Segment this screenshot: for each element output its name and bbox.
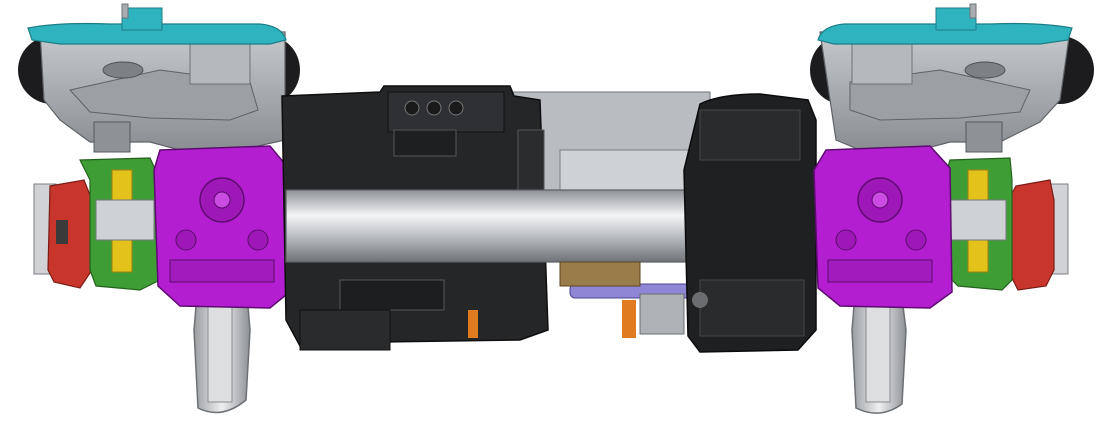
left-brake-unit xyxy=(33,157,161,291)
center-grey-block xyxy=(639,293,685,335)
right-axlebox xyxy=(813,145,953,309)
brown-bracket xyxy=(559,261,641,287)
left-axlebox xyxy=(153,145,293,309)
right-wheel xyxy=(851,281,907,414)
left-top-cap xyxy=(27,3,287,45)
gearbox xyxy=(683,93,817,353)
right-suspension-assembly xyxy=(810,3,1094,414)
left-suspension-assembly xyxy=(18,3,300,414)
right-frame xyxy=(819,29,1071,153)
right-top-cap xyxy=(817,3,1073,45)
left-wheel xyxy=(193,281,251,414)
center-drive-assembly xyxy=(281,85,817,353)
left-frame xyxy=(39,29,286,153)
orange-fitting-left xyxy=(468,310,478,338)
axle xyxy=(285,189,687,263)
orange-fitting-right xyxy=(622,300,636,338)
right-brake-unit xyxy=(943,157,1069,291)
